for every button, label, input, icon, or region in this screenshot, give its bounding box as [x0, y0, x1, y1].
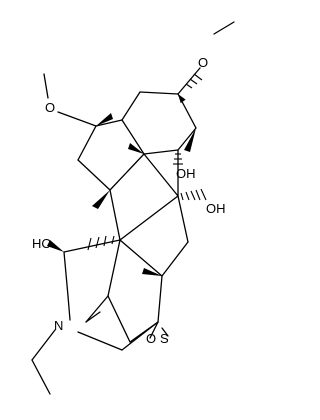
hashed-bond-methoxy-top: [185, 73, 203, 89]
hashed-bond-oh-ring: [173, 153, 183, 165]
bridge-oxygen-label: O: [146, 331, 156, 346]
methoxy-top-oxygen-label: O: [198, 55, 208, 70]
hashed-bond-ho-left: [87, 235, 115, 251]
ring-hydroxyl-label: OH: [176, 166, 196, 181]
nitrogen-label: N: [54, 318, 63, 333]
atom-labels: O O OH OH HO N O S: [32, 55, 226, 346]
structure-canvas: O O OH OH HO N O S: [31, 21, 235, 395]
skeleton-bonds: [31, 21, 235, 395]
methoxy-left-oxygen-label: O: [45, 100, 55, 115]
bridge-sulfur-label: S: [160, 331, 169, 346]
molecule-diagram: O O OH OH HO N O S: [31, 21, 235, 395]
hashed-bond-oh-right: [180, 188, 207, 201]
right-hydroxyl-label: OH: [206, 201, 226, 216]
left-hydroxyl-label: HO: [32, 236, 52, 251]
stereo-bonds: [47, 73, 207, 276]
